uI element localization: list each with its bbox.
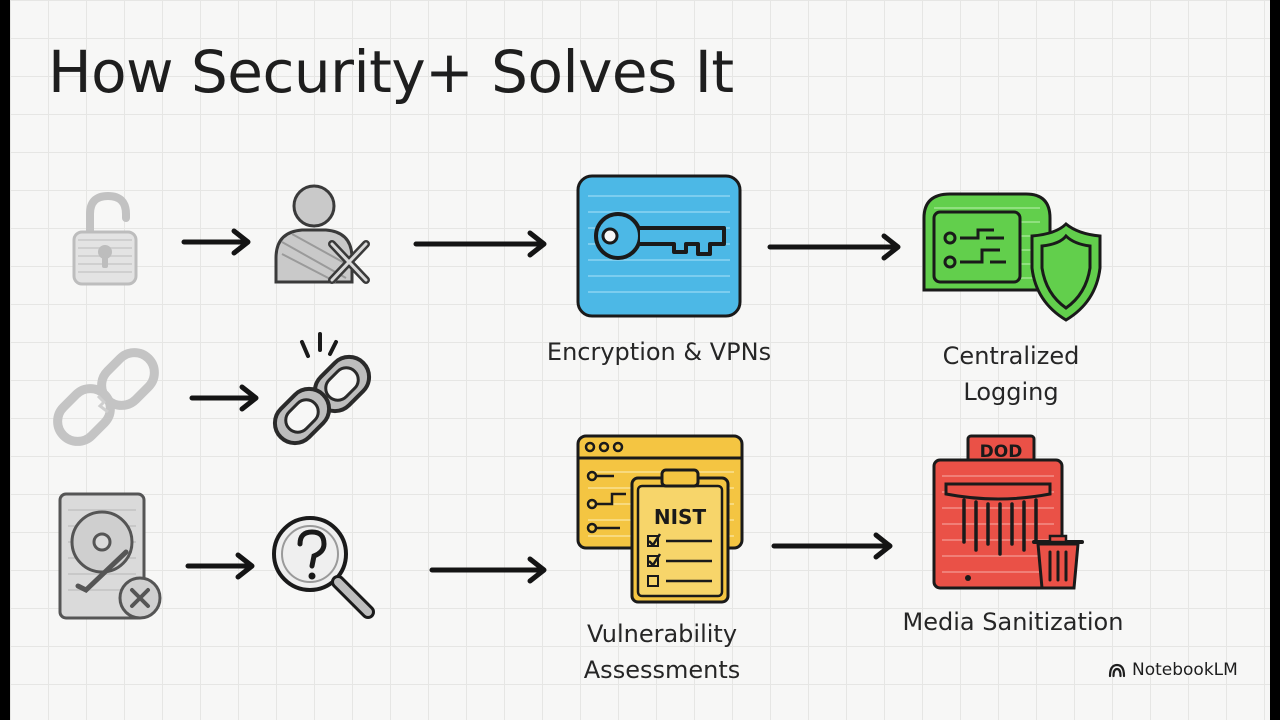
shredder-trash-icon: DOD <box>928 432 1084 592</box>
blocked-user-icon <box>272 182 372 286</box>
dod-badge: DOD <box>980 442 1023 462</box>
breaking-chain-icon <box>272 330 376 446</box>
broken-chain-icon <box>53 346 159 446</box>
notebooklm-logo-icon <box>1108 661 1126 679</box>
arrow-row3-c <box>771 531 894 561</box>
vulnerability-assessments-label: Vulnerability Assessments <box>583 620 741 684</box>
arrow-row3-b <box>429 555 548 585</box>
slide-title: How Security+ Solves It <box>48 38 734 106</box>
open-padlock-icon <box>68 188 142 288</box>
arrow-row1-a <box>181 227 252 257</box>
damaged-hard-drive-icon <box>56 490 168 622</box>
slide: How Security+ Solves It <box>10 0 1270 720</box>
magnifier-question-icon <box>268 512 378 622</box>
centralized-logging-label: Centralized Logging <box>942 342 1080 406</box>
arrow-row2-a <box>189 383 260 413</box>
key-icon <box>574 172 744 320</box>
checklist-browser-icon: NIST <box>574 432 746 608</box>
media-sanitization-label: Media Sanitization <box>902 608 1124 636</box>
server-shield-icon <box>920 190 1102 326</box>
nist-badge: NIST <box>654 505 707 529</box>
brand-name: NotebookLM <box>1132 660 1238 680</box>
notebooklm-brand: NotebookLM <box>1108 658 1238 682</box>
encryption-vpns-label: Encryption & VPNs <box>546 338 772 366</box>
arrow-row1-c <box>767 232 902 262</box>
arrow-row3-a <box>185 551 256 581</box>
arrow-row1-b <box>413 229 548 259</box>
